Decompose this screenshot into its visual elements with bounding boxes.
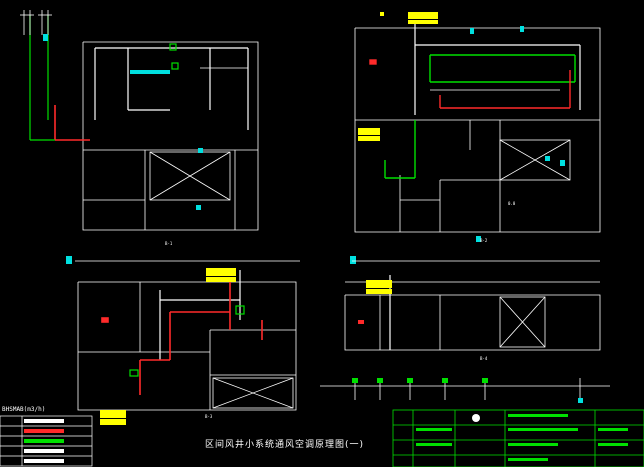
plan-bottom-left bbox=[77, 270, 297, 411]
duct-red-bottom-left bbox=[101, 282, 263, 395]
plan-bottom-right bbox=[344, 275, 601, 351]
plan-top-right bbox=[354, 22, 601, 233]
duct-red-top-left bbox=[54, 105, 90, 141]
legend-table bbox=[0, 415, 93, 467]
room-marker-red bbox=[358, 320, 364, 324]
riser-top-left bbox=[20, 10, 52, 35]
duct-green-bottom-left bbox=[129, 305, 245, 377]
logo-icon bbox=[472, 414, 480, 422]
legend-header: BHSMAB(m3/h) bbox=[2, 406, 45, 413]
labels-yellow-bottom-right bbox=[366, 280, 392, 294]
plan-top-left bbox=[82, 41, 259, 231]
valve-row-bottom-right bbox=[320, 378, 610, 400]
titleblock bbox=[392, 409, 644, 467]
plan-label-top-right: B-2 bbox=[480, 238, 488, 243]
titleblock-text-bars bbox=[416, 414, 628, 461]
plan-label-bottom-left: B-3 bbox=[205, 414, 213, 419]
valve-markers-bottom-right bbox=[352, 378, 583, 403]
markers-top-right bbox=[350, 26, 565, 264]
plan-label-top-left: B-1 bbox=[165, 241, 173, 246]
plan-label-bottom-right: B-4 bbox=[480, 356, 488, 361]
labels-yellow-bottom-left bbox=[100, 268, 236, 425]
labels-yellow-top-right bbox=[358, 12, 438, 141]
duct-green-top-left bbox=[29, 15, 179, 141]
duct-green-top-right bbox=[384, 54, 576, 179]
legend-color-bars bbox=[24, 419, 64, 463]
drawing-caption: 区间风井小系统通风空调原理图(一) bbox=[205, 440, 365, 450]
markers-top-left bbox=[43, 34, 203, 264]
duct-red-top-right bbox=[369, 59, 571, 109]
room-label-top-right: 0.0 bbox=[508, 201, 516, 206]
